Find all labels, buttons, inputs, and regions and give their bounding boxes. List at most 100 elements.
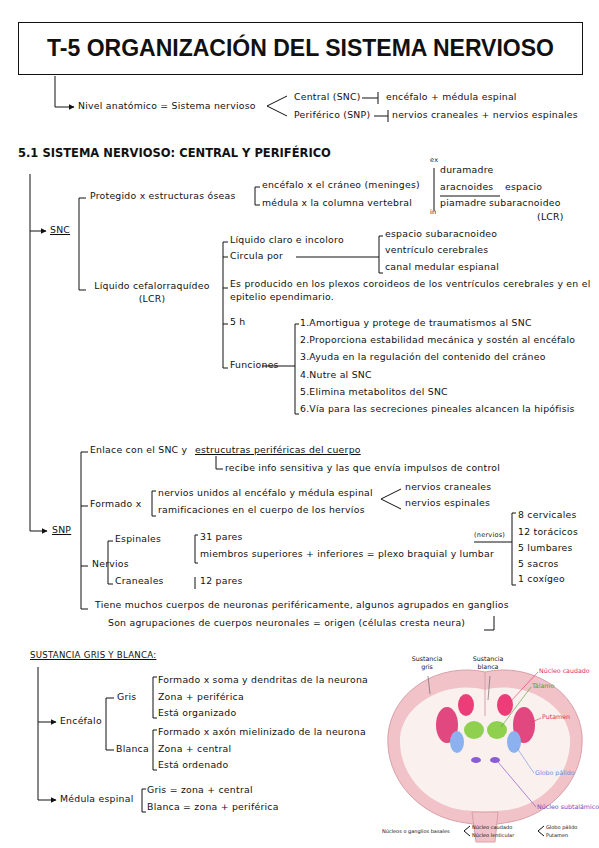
bracket <box>195 535 198 589</box>
note-text: ramificaciones en el cuerpo de los herví… <box>158 504 365 517</box>
note-text: Gris <box>117 691 136 704</box>
arrow-line <box>30 531 47 532</box>
bracket <box>484 616 494 630</box>
note-text: Líquido claro e incoloro <box>230 234 344 247</box>
note-text: Tiene muchos cuerpos de neuronas perifér… <box>95 599 509 612</box>
note-text: Encéfalo <box>60 715 102 728</box>
thalamus <box>464 721 484 739</box>
note-text: piamadre <box>440 197 486 210</box>
note-text: 1 coxígeo <box>518 573 565 586</box>
brain-illustration <box>388 670 582 842</box>
note-text: 2.Proporciona estabilidad mecánica y sos… <box>300 334 575 347</box>
note-text: médula x la columna vertebral <box>262 197 412 210</box>
note-text: Craneales <box>115 575 164 588</box>
note-text: Zona + periférica <box>158 691 244 704</box>
note-text: 31 pares <box>200 531 243 544</box>
note-text: 5 sacros <box>518 558 559 571</box>
globus-pallidus <box>450 731 464 753</box>
cortex <box>388 670 582 826</box>
note-text: Globo pálido <box>535 769 575 777</box>
bracket <box>434 168 435 210</box>
bracket <box>106 698 114 750</box>
note-text: Está ordenado <box>158 759 228 772</box>
note-text: 3.Ayuda en la regulación del contenido d… <box>300 351 546 364</box>
note-text: nervios craneales + nervios espinales <box>392 109 578 122</box>
note-text: Es producido en los plexos coroideos de … <box>230 278 595 303</box>
note-text: 8 cervicales <box>518 509 577 522</box>
bracket <box>38 667 39 800</box>
thalamus <box>487 721 507 739</box>
note-text: Núcleos o ganglios basales <box>382 828 450 835</box>
note-text: Circula por <box>230 250 283 263</box>
leader-line <box>440 196 500 197</box>
note-text: 5 lumbares <box>518 542 573 555</box>
bracket <box>362 92 378 104</box>
note-text: Tálamo <box>532 682 554 690</box>
note-text: nervios unidos al encéfalo y médula espi… <box>158 487 373 500</box>
note-text: Nervios <box>92 558 129 571</box>
midline <box>485 672 486 716</box>
note-text: in <box>430 208 436 217</box>
bracket <box>223 242 228 368</box>
note-text: SNC <box>50 224 70 237</box>
leader-line <box>501 687 531 727</box>
bracket <box>153 677 157 770</box>
bracket <box>30 174 31 531</box>
leader-line <box>532 718 541 722</box>
note-text: miembros superiores + inferiores = plexo… <box>200 548 494 561</box>
chevron <box>381 489 401 509</box>
arrow-line <box>38 800 56 801</box>
note-text: Espinales <box>115 533 161 546</box>
note-text: Está organizado <box>158 707 236 720</box>
note-text: Sustancia gris <box>405 655 449 670</box>
note-text: 12 torácicos <box>518 526 578 539</box>
bracket <box>216 456 223 469</box>
note-text: estrucutras periféricas del cuerpo <box>195 444 361 457</box>
note-text: espacio <box>505 181 542 194</box>
note-text: Putamen <box>546 832 568 839</box>
note-text: Formado x soma y dendritas de la neurona <box>158 674 368 687</box>
caudate <box>497 694 513 716</box>
note-text: Núcleo caudado <box>539 667 590 675</box>
bracket <box>152 491 156 516</box>
leader-line <box>488 676 490 700</box>
leader-line <box>428 676 430 694</box>
note-text: Nivel anatómico = Sistema nervioso <box>78 100 256 113</box>
note-text: nervios espinales <box>405 497 490 510</box>
note-text: recibe info sensitiva y las que envía im… <box>225 462 500 475</box>
note-text: Gris = zona + central <box>147 784 253 797</box>
note-text: 5.1 SISTEMA NERVIOSO: CENTRAL Y PERIFÉRI… <box>18 146 331 162</box>
bracket <box>142 789 146 812</box>
leader-line <box>498 762 536 807</box>
chevron <box>267 96 287 116</box>
note-text: 4.Nutre al SNC <box>300 369 372 382</box>
note-text: Blanca = zona + periférica <box>147 801 279 814</box>
note-text: encéfalo x el cráneo (meninges) <box>262 179 420 192</box>
note-text: Funciones <box>230 359 279 372</box>
note-text: Núcleo caudado <box>472 824 512 831</box>
note-text: Central (SNC) <box>294 91 361 104</box>
title-box: T-5 ORGANIZACIÓN DEL SISTEMA NERVIOSO <box>18 22 583 75</box>
note-text: Son agrupaciones de cuerpos neuronales =… <box>108 617 465 630</box>
note-text: (nervios) <box>474 531 505 540</box>
note-text: Protegido x estructuras óseas <box>90 190 236 203</box>
bracket <box>79 198 86 290</box>
note-text: Sustancia blanca <box>466 655 510 670</box>
note-text: 6.Vía para las secreciones pineales alca… <box>300 403 575 416</box>
arrow-line <box>30 231 46 232</box>
arrow-line <box>55 76 74 107</box>
note-text: Formado x <box>90 498 141 511</box>
caudate <box>458 694 474 716</box>
note-text: SUSTANCIA GRIS Y BLANCA: <box>30 650 156 662</box>
note-text: SNP <box>52 524 71 537</box>
subthalamic <box>490 757 500 763</box>
note-text: ex <box>430 156 438 165</box>
note-text: 1.Amortigua y protege de traumatismos al… <box>300 317 532 330</box>
note-text: Putamen <box>542 713 570 721</box>
note-text: Enlace con el SNC y <box>90 444 187 457</box>
note-text: subaracnoideo <box>489 197 561 210</box>
note-text: aracnoides <box>440 181 493 194</box>
note-text: 5.Elimina metabolitos del SNC <box>300 386 448 399</box>
note-text: ventrículo cerebrales <box>385 244 488 257</box>
